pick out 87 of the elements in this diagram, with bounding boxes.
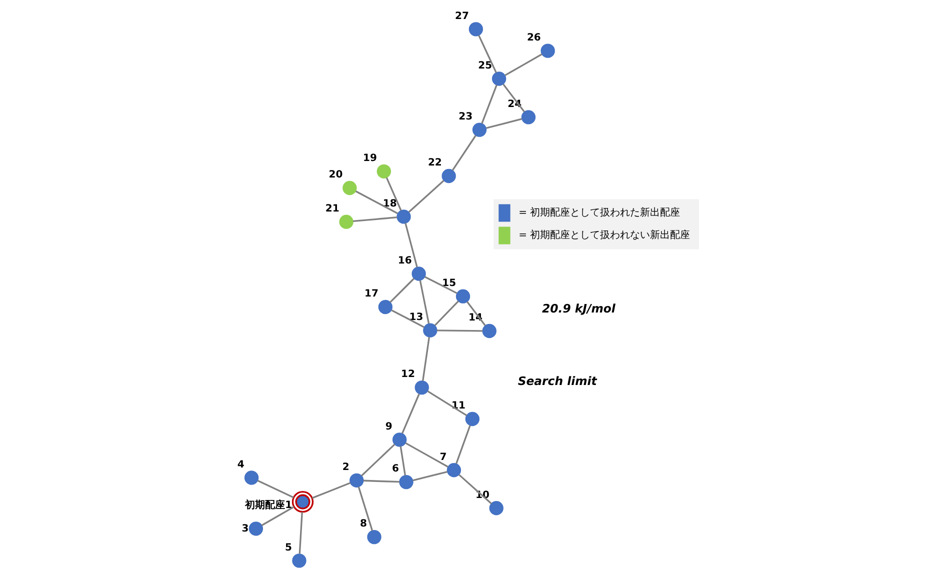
node-circle xyxy=(414,380,428,395)
node-circle xyxy=(411,266,426,281)
connector xyxy=(357,486,373,531)
connector xyxy=(389,278,414,303)
legend-label: = 初期配座として扱われない新出配座 xyxy=(518,230,690,242)
node-circle xyxy=(446,463,461,478)
node-circle xyxy=(488,501,503,516)
node-label: 7 xyxy=(439,452,446,463)
node-circle xyxy=(244,470,258,485)
node-circle xyxy=(392,432,406,447)
node-label: 6 xyxy=(392,464,399,475)
connector xyxy=(451,135,476,171)
node-circle xyxy=(464,412,479,426)
node-label: 18 xyxy=(382,198,396,210)
node-label: 26 xyxy=(526,32,540,44)
connector xyxy=(466,301,486,326)
node-label: 5 xyxy=(284,542,292,554)
connector xyxy=(504,54,542,76)
connector xyxy=(455,425,470,464)
connector xyxy=(486,118,522,129)
node-label: 21 xyxy=(324,203,339,214)
node-label: 13 xyxy=(408,312,423,323)
node-label: 4 xyxy=(236,459,244,470)
connector xyxy=(478,34,496,74)
node-label: 25 xyxy=(478,60,492,72)
connector xyxy=(311,482,350,499)
node-circle xyxy=(398,474,413,490)
node-label: 15 xyxy=(442,278,456,289)
legend-label: = 初期配座として扱われた新出配座 xyxy=(518,208,680,219)
node-label: 2 xyxy=(342,462,349,474)
connector xyxy=(399,446,406,476)
connector xyxy=(422,337,430,381)
node-label: 12 xyxy=(400,369,414,380)
node-circle xyxy=(520,110,536,124)
node-label: 20 xyxy=(328,170,342,181)
connector xyxy=(404,442,448,468)
connector xyxy=(418,280,430,324)
node-label: 27 xyxy=(454,10,468,22)
node-label: 22 xyxy=(427,158,442,169)
node-label: 9 xyxy=(384,421,392,432)
node-label: 17 xyxy=(364,288,378,300)
label: 20.9 kJ/mol xyxy=(542,301,615,316)
connector xyxy=(385,177,402,211)
connector xyxy=(502,84,525,112)
node-circle xyxy=(396,210,410,224)
connector xyxy=(354,190,398,214)
node-circle xyxy=(441,168,456,184)
node-circle xyxy=(291,490,314,513)
node-circle xyxy=(491,72,506,86)
node-circle xyxy=(455,289,470,304)
node-circle xyxy=(468,22,483,36)
node-circle xyxy=(248,522,263,536)
node-label: 3 xyxy=(241,524,248,535)
label: Search limit xyxy=(517,374,596,388)
node-circle xyxy=(349,473,364,488)
connector xyxy=(434,300,458,326)
connector xyxy=(480,84,497,124)
connector xyxy=(404,222,418,268)
node-label: 8 xyxy=(360,518,367,530)
connector xyxy=(360,444,395,476)
connector xyxy=(424,276,457,294)
connector xyxy=(390,309,424,328)
node-circle xyxy=(292,554,306,568)
node-circle xyxy=(376,164,390,178)
node-circle xyxy=(472,122,486,137)
node-circle xyxy=(540,44,554,58)
node-circle xyxy=(366,530,381,544)
node-label: 23 xyxy=(458,111,472,122)
connector xyxy=(458,474,492,504)
connector xyxy=(401,394,420,434)
connector xyxy=(436,330,482,332)
node-circle xyxy=(422,323,437,338)
node-circle xyxy=(342,180,356,196)
connector xyxy=(363,480,399,483)
connector xyxy=(426,390,467,416)
node-circle xyxy=(482,324,496,338)
node-circle xyxy=(378,300,392,314)
connector xyxy=(352,216,396,222)
connector xyxy=(260,506,294,526)
node-label: 初期配座1 xyxy=(244,500,292,512)
connector xyxy=(408,180,444,213)
node-label: 19 xyxy=(362,153,376,164)
node-circle xyxy=(338,214,353,229)
connector xyxy=(256,480,294,498)
connector xyxy=(412,471,447,482)
node-label: 16 xyxy=(397,255,412,266)
connector xyxy=(298,512,302,554)
